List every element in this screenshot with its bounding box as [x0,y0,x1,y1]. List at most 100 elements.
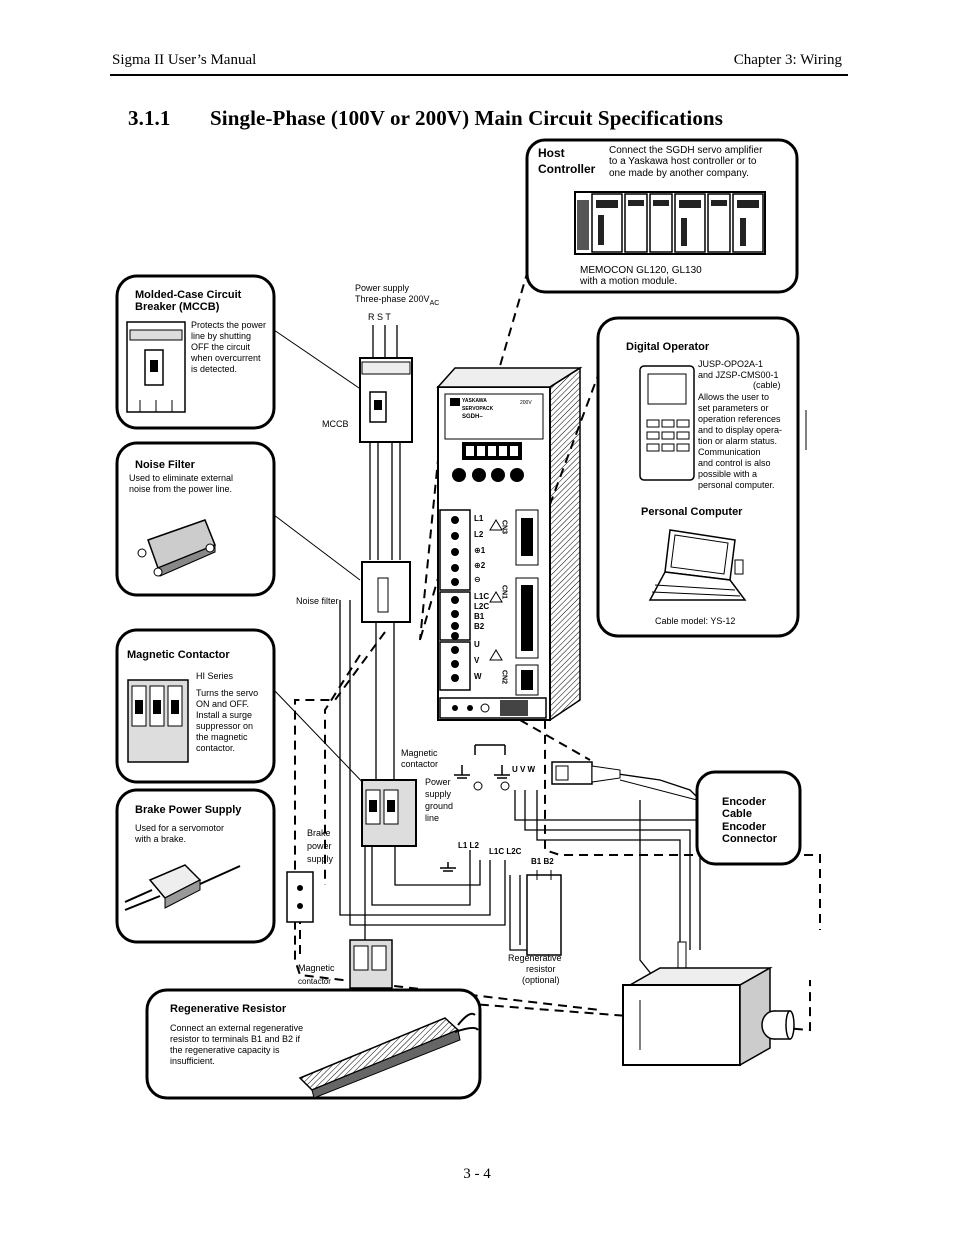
host-desc-2: to a Yaskawa host controller or to [609,156,757,167]
digital-desc-3: operation references [698,414,781,424]
mccb-tag: MCCB [322,419,349,429]
noise-desc-1: Used to eliminate external [129,473,233,483]
terminal-u: U [474,640,480,649]
terminal-b2: B2 [474,622,485,631]
callout-ground-4: line [425,813,439,823]
ground-symbols [440,744,510,872]
section-title-text: Single-Phase (100V or 200V) Main Circuit… [210,106,723,130]
amp-buttons [452,468,524,482]
noise-title: Noise Filter [135,459,196,471]
mccb-desc-3: OFF the circuit [191,342,251,352]
callout-brake-2: power [307,841,332,851]
header-chapter: Chapter 3: Wiring [733,52,842,68]
svg-text:Three-phase 200VAC: Three-phase 200VAC [355,294,439,307]
callout-l1cl2c: L1C L2C [489,847,522,856]
brake-title: Brake Power Supply [135,804,242,816]
leader-right-loop [544,689,821,930]
regen-title: Regenerative Resistor [170,1003,287,1015]
magnetic-contactor-device [361,779,417,847]
amp-model: SGDH– [462,414,483,420]
callout-ground-1: Power [425,777,451,787]
amp-terminal-block-main [439,509,471,691]
terminal-plus2: ⊕2 [474,561,486,570]
personal-computer-image [648,529,747,601]
leader-operator-to-cn3 [519,369,601,586]
callout-ground-3: ground [425,801,453,811]
section-title: 3.1.1 Single-Phase (100V or 200V) Main Ci… [128,106,723,131]
terminal-plus1: ⊕1 [474,546,486,555]
mccb-title-1: Molded-Case Circuit [135,289,242,301]
callout-ground-2: supply [425,789,452,799]
callout-mag-contactor-1: Magnetic [401,748,438,758]
digital-desc-8: possible with a [698,469,757,479]
brake-desc-1: Used for a servomotor [135,823,224,833]
leader-amp-side [419,439,441,641]
leader-bottom [419,980,811,1032]
mccb-image [126,321,186,413]
magnetic-desc-1: Turns the servo [196,688,258,698]
magnetic-leader [273,689,371,791]
mccb-desc-4: when overcurrent [190,353,261,363]
noise-tag: Noise filter [296,596,339,606]
noise-filter-image [137,519,216,577]
magnetic-series: HI Series [196,671,234,681]
digital-title: Digital Operator [626,341,710,353]
amp-cn2-connector [515,664,539,696]
callout-regen-1: Regenerative [508,953,562,963]
amp-terminal-labels: L1 L2 ⊕1 ⊕2 ⊖ L1C L2C B1 B2 U V W [474,514,489,681]
regen-desc-3: the regenerative capacity is [170,1045,280,1055]
servomotor [622,941,795,1067]
host-caption-2: with a motion module. [579,276,677,287]
digital-desc-5: tion or alarm status. [698,436,777,446]
regen-resistor-panel: Regenerative Resistor Connect an externa… [145,988,482,1100]
magnetic-desc-4: suppressor on [196,721,253,731]
digital-desc-1: Allows the user to [698,392,769,402]
callout-l1l2: L1 L2 [458,841,479,850]
noise-filter-panel: Noise Filter Used to eliminate external … [115,441,276,597]
magnetic-contactor-image [127,679,189,763]
callout-mag2-2: contactor [298,977,331,986]
mccb-title-2: Breaker (MCCB) [135,301,220,313]
encoder-line-4: Connector [722,833,778,845]
page-number: 3 - 4 [463,1166,491,1182]
digital-desc-7: and control is also [698,458,771,468]
power-lines [339,325,701,986]
host-desc-1: Connect the SGDH servo amplifier [609,145,763,156]
amp-cn1-connector [515,577,539,659]
encoder-panel: Encoder Cable Encoder Connector [695,770,802,866]
cn3-label: CN3 [501,520,508,534]
digital-desc-9: personal computer. [698,480,775,490]
encoder-line-1: Encoder [722,796,767,808]
power-rst: R S T [368,312,391,322]
terminal-l2c: L2C [474,602,489,611]
mccb-desc-5: is detected. [191,364,237,374]
cn2-label: CN2 [501,670,508,684]
digital-model-2: and JZSP-CMS00-1 [698,370,779,380]
controller-rack-image [574,191,766,255]
leader-cn2 [519,719,591,761]
terminal-minus: ⊖ [474,575,481,584]
digital-desc-2: set parameters or [698,403,769,413]
magnetic-desc-3: Install a surge [196,710,252,720]
section-number: 3.1.1 [128,106,171,130]
host-title-1: Host [538,146,565,160]
digital-model-1: JUSP-OPO2A-1 [698,359,763,369]
brake-power-device [286,871,314,923]
callout-regen-3: (optional) [522,975,560,985]
amp-volt: 200V [520,400,532,406]
header-rule [110,74,848,76]
magnetic-desc-2: ON and OFF. [196,699,249,709]
terminal-l1: L1 [474,514,484,523]
regen-desc-1: Connect an external regenerative [170,1023,303,1033]
power-ac-sub: AC [430,300,440,307]
regen-resistor-device [526,870,562,956]
host-desc-3: one made by another company. [609,168,749,179]
header-manual-title: Sigma II User’s Manual [112,52,257,68]
pc-cable: Cable model: YS-12 [655,616,735,626]
mccb-panel: Molded-Case Circuit Breaker (MCCB) Prote… [115,274,276,430]
noise-leader [273,514,361,581]
power-supply-label: Power supply Three-phase 200VAC R S T [355,283,439,322]
pc-title: Personal Computer [641,506,743,518]
power-line-1: Power supply [355,283,410,293]
